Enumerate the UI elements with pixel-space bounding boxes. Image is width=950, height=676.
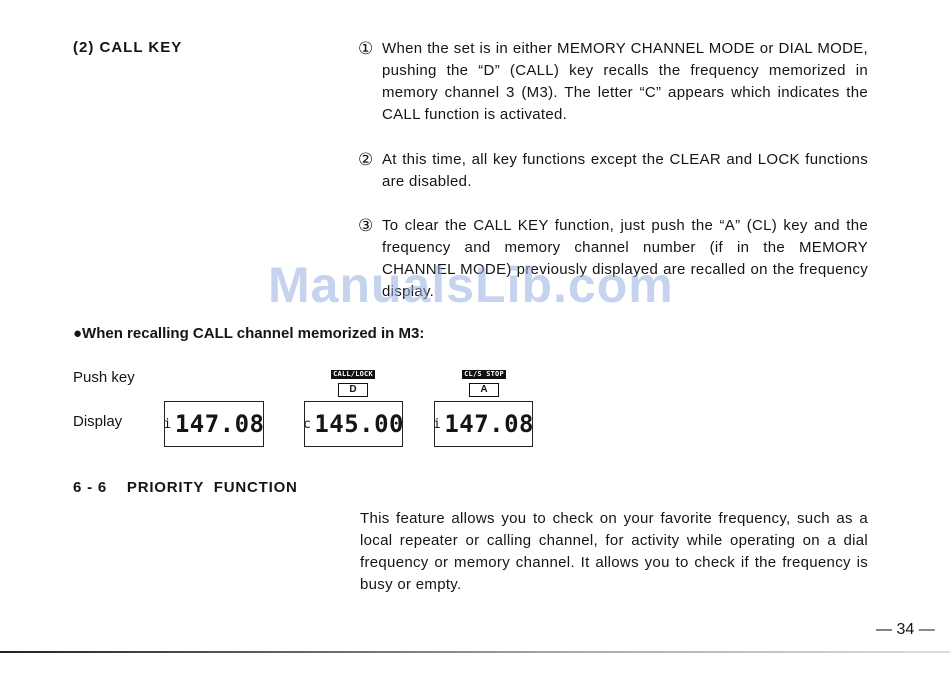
lcd-frequency: 145.00	[314, 410, 405, 438]
recall-heading: ●When recalling CALL channel memorized i…	[73, 325, 425, 342]
footer-rule	[0, 651, 950, 653]
lcd-display-after: i 147.08	[432, 401, 535, 447]
priority-description: This feature allows you to check on your…	[360, 510, 868, 593]
item-number: ①	[358, 39, 374, 58]
call-key-item-2: ② At this time, all key functions except…	[358, 149, 870, 195]
call-key-item-1: ① When the set is in either MEMORY CHANN…	[358, 38, 870, 128]
key-top-label: CALL/LOCK	[331, 370, 375, 379]
item-text: When the set is in either MEMORY CHANNEL…	[382, 40, 868, 123]
page-number: — 34 —	[876, 621, 935, 638]
lcd-display-call: c 145.00	[302, 401, 405, 447]
lcd-display-before: i 147.08	[163, 401, 265, 447]
section-title-priority: 6 - 6 PRIORITY FUNCTION	[73, 479, 298, 496]
item-text: To clear the CALL KEY function, just pus…	[382, 217, 868, 300]
push-key-label: Push key	[73, 369, 135, 386]
item-number: ③	[358, 216, 374, 235]
clear-key-button: CL/S STOP A	[459, 363, 509, 397]
call-key-item-3: ③ To clear the CALL KEY function, just p…	[358, 215, 870, 305]
display-label: Display	[73, 413, 123, 430]
key-label: D	[338, 383, 368, 397]
key-top-label: CL/S STOP	[462, 370, 506, 379]
section-title-call-key: (2) CALL KEY	[73, 39, 183, 56]
key-label: A	[469, 383, 499, 397]
lcd-frequency: 147.08	[174, 410, 265, 438]
call-key-button: CALL/LOCK D	[328, 363, 378, 397]
watermark: ManualsLib.com	[268, 257, 674, 313]
item-number: ②	[358, 150, 374, 169]
lcd-prefix: i	[163, 416, 172, 432]
lcd-prefix: c	[302, 416, 312, 432]
lcd-prefix: i	[432, 416, 442, 432]
lcd-frequency: 147.08	[444, 410, 535, 438]
item-text: At this time, all key functions except t…	[382, 151, 868, 190]
